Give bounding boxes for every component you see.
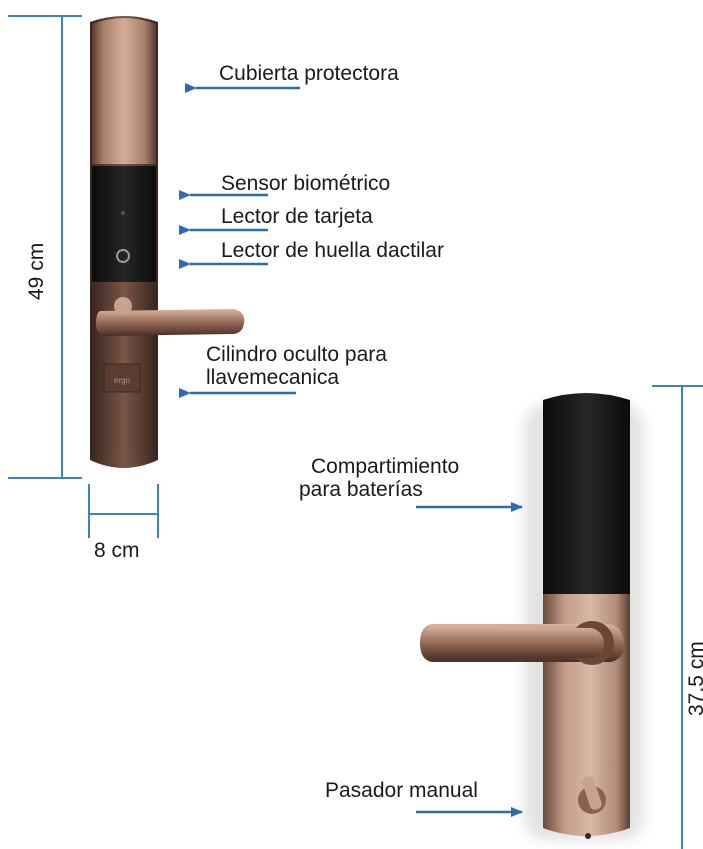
label-card-reader: Lector de tarjeta [221,205,373,228]
dimension-width-front [88,484,159,538]
dimension-back-height-label: 37.5 cm [685,641,703,716]
fingerprint-reader [116,249,130,263]
label-battery-1: Compartimiento [311,455,459,478]
hidden-cylinder-cover [103,363,141,393]
dimension-height-back [652,385,703,849]
manual-latch-turn [582,776,602,810]
card-reader-dot [121,211,125,215]
brand-mark: ergo [114,376,131,385]
label-hidden-cylinder-2: llavemecanica [206,366,339,389]
front-lock: ergo [90,16,245,468]
dimension-front-width-label: 8 cm [94,539,140,562]
callout-arrows [179,83,523,817]
label-hidden-cylinder-1: Cilindro oculto para [206,343,387,366]
dimension-height-front [8,15,82,479]
front-lever-handle [96,309,245,336]
label-battery-2: para baterías [299,478,423,501]
back-screw [585,833,591,839]
label-cover: Cubierta protectora [219,62,399,85]
back-lever-handle-front [424,626,604,660]
battery-compartment [543,393,630,594]
front-sensor-panel [92,166,156,282]
label-fingerprint-reader: Lector de huella dactilar [221,239,444,262]
label-biometric-sensor: Sensor biométrico [221,172,390,195]
front-protective-cover [92,18,156,164]
front-handle-rose [114,297,132,315]
back-lock [420,393,644,840]
label-manual-latch: Pasador manual [325,779,478,802]
dimension-front-height-label: 49 cm [25,243,48,300]
